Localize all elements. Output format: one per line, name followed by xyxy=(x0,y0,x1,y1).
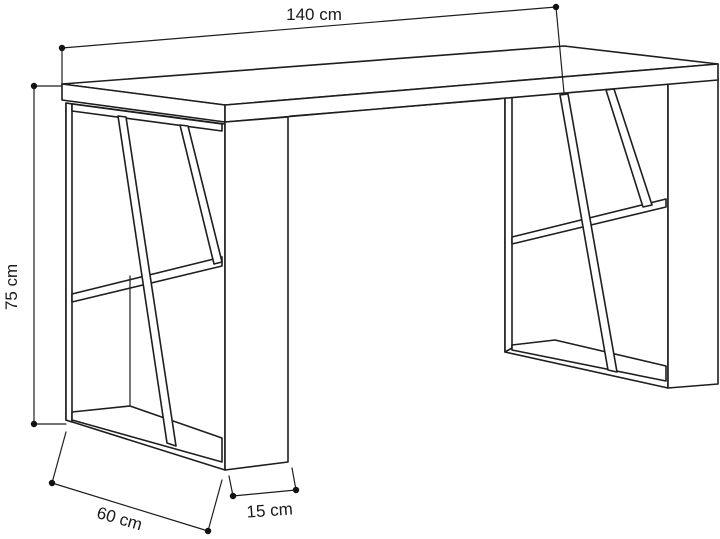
depth-dot-left xyxy=(48,479,56,487)
tabletop-side-edge xyxy=(224,63,719,123)
right-leg-side-panel xyxy=(667,77,719,389)
leg-extension-right xyxy=(291,467,297,491)
leg-extension-left xyxy=(228,475,234,497)
depth-dimension-line xyxy=(51,482,209,532)
width-dimension-line xyxy=(61,6,557,49)
left-leg-bottom-shelf xyxy=(71,405,223,463)
depth-label: 60 cm xyxy=(95,503,145,534)
height-dimension: 75 cm xyxy=(2,82,67,428)
leg-dot-right xyxy=(292,486,300,494)
left-leg-divider-b xyxy=(179,124,223,265)
leg-width-label: 15 cm xyxy=(246,499,294,521)
height-dot-top xyxy=(30,82,38,90)
depth-dot-right xyxy=(204,527,212,535)
right-leg-bottom-shelf xyxy=(511,339,667,382)
width-dot-left xyxy=(58,44,66,52)
left-leg-side-panel xyxy=(224,116,289,471)
left-shelf-leg xyxy=(65,102,289,471)
depth-extension-left xyxy=(51,431,67,484)
right-shelf-leg xyxy=(504,77,719,389)
height-dot-bottom xyxy=(30,420,38,428)
height-label: 75 cm xyxy=(2,264,21,310)
left-leg-top-shelf xyxy=(71,103,223,132)
tabletop-underside-line xyxy=(289,98,501,117)
leg-width-dimension: 15 cm xyxy=(228,467,300,522)
depth-extension-right xyxy=(207,479,223,532)
width-extension-right xyxy=(555,6,565,94)
table-top xyxy=(61,45,719,123)
width-dot-right xyxy=(552,3,560,11)
width-label: 140 cm xyxy=(286,5,342,24)
leg-dimension-line xyxy=(232,489,297,497)
right-leg-inner-panel xyxy=(504,95,513,353)
width-dimension: 140 cm xyxy=(58,3,565,94)
left-leg-divider-a xyxy=(117,115,177,447)
right-leg-divider-a xyxy=(559,93,618,373)
left-leg-inner-panel xyxy=(65,102,73,423)
leg-dot-left xyxy=(229,492,237,500)
